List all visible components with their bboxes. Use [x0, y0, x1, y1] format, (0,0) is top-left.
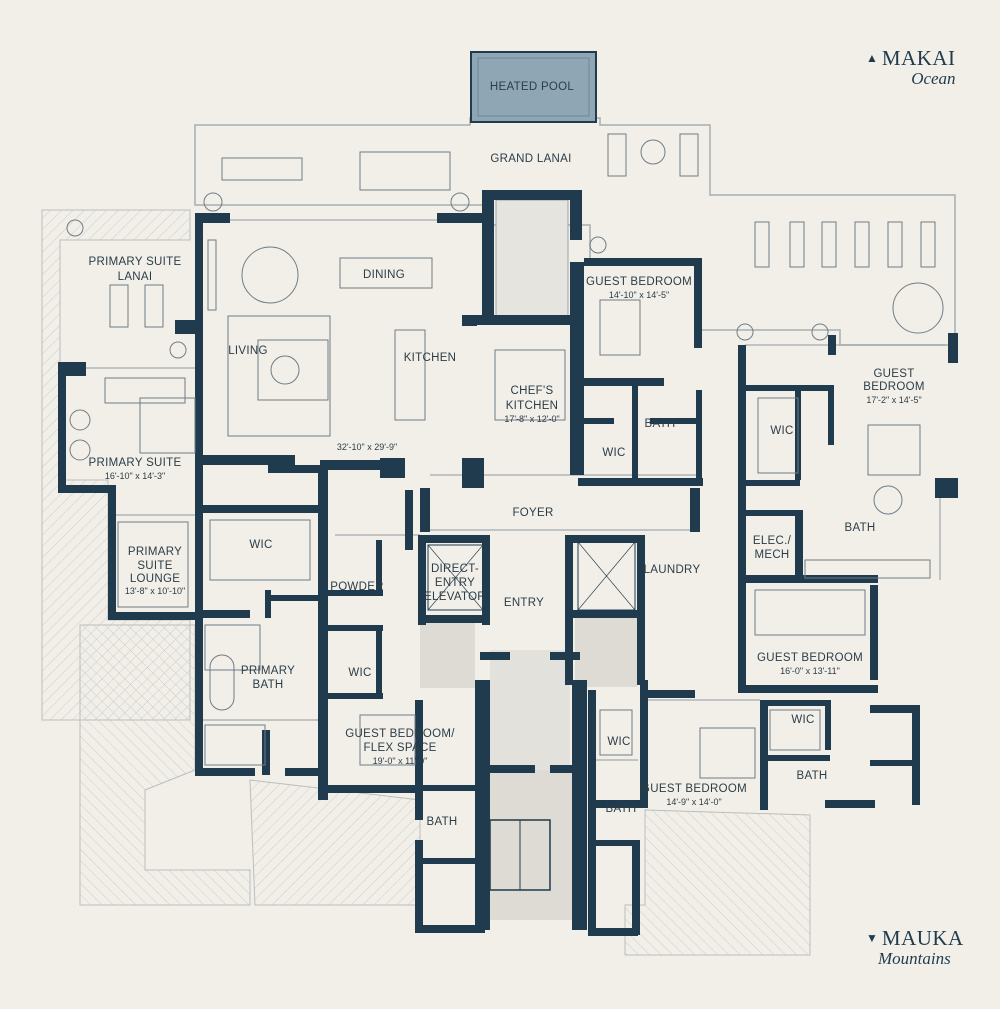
label-primary-lounge-2: SUITE [137, 560, 172, 572]
label-dining: DINING [363, 269, 405, 281]
dim-primary-suite: 16'-10" x 14'-3" [105, 471, 165, 481]
label-bath-a: BATH [644, 418, 675, 430]
label-wic-b: WIC [770, 425, 793, 437]
core-fills [420, 199, 637, 920]
label-guest-bedroom-b-2: BEDROOM [863, 381, 925, 393]
label-grand-lanai: GRAND LANAI [490, 153, 571, 165]
label-primary-bath-2: BATH [252, 679, 283, 691]
label-flex-2: FLEX SPACE [363, 742, 436, 754]
label-bath-e: BATH [796, 770, 827, 782]
dim-flex: 19'-0" x 11'-0" [373, 756, 428, 766]
label-foyer: FOYER [512, 507, 553, 519]
label-laundry: LAUNDRY [644, 564, 701, 576]
label-wic-e: WIC [791, 714, 814, 726]
label-wic-a: WIC [602, 447, 625, 459]
dim-primary-lounge: 13'-8" x 10'-10" [125, 586, 185, 596]
label-primary-suite-lanai-2: LANAI [118, 271, 153, 283]
label-guest-bedroom-c: GUEST BEDROOM [757, 652, 863, 664]
heated-pool [470, 51, 597, 123]
compass-south: ▼MAUKA Mountains [866, 926, 964, 969]
label-elevator-2: ENTRY [435, 577, 475, 589]
label-elevator-3: ELEVATOR [424, 591, 486, 603]
label-guest-bedroom-d: GUEST BEDROOM [641, 783, 747, 795]
label-primary-suite-lanai: PRIMARY SUITE [89, 256, 182, 268]
dim-guest-bedroom-b: 17'-2" x 14'-5" [866, 395, 921, 405]
label-wic-primary: WIC [249, 539, 272, 551]
label-elevator: DIRECT- [431, 563, 479, 575]
label-chefs-kitchen: CHEF'S [511, 385, 554, 397]
label-entry: ENTRY [504, 597, 544, 609]
label-primary-lounge-3: LOUNGE [130, 573, 180, 585]
label-chefs-kitchen-2: KITCHEN [506, 400, 559, 412]
dim-living: 32'-10" x 29'-9" [337, 442, 397, 452]
down-arrow-icon: ▼ [866, 931, 878, 945]
dim-guest-bedroom-d: 14'-9" x 14'-0" [666, 797, 721, 807]
label-elec-mech-2: MECH [754, 549, 789, 561]
label-powder: POWDER [330, 581, 384, 593]
label-primary-bath: PRIMARY [241, 665, 295, 677]
label-wic-c: WIC [348, 667, 371, 679]
label-primary-suite: PRIMARY SUITE [89, 457, 182, 469]
label-living: LIVING [228, 345, 268, 357]
label-kitchen: KITCHEN [404, 352, 457, 364]
label-heated-pool: HEATED POOL [490, 81, 575, 93]
walls [58, 190, 958, 936]
label-wic-d: WIC [607, 736, 630, 748]
dim-guest-bedroom-a: 14'-10" x 14'-5" [609, 290, 669, 300]
north-sub: Ocean [911, 69, 956, 88]
north-label: MAKAI [881, 46, 956, 70]
roof-areas [41, 209, 811, 956]
furniture [66, 133, 944, 779]
label-bath-d: BATH [605, 803, 636, 815]
dim-chefs-kitchen: 17'-8" x 12'-0" [504, 414, 559, 424]
room-labels: HEATED POOL GRAND LANAI PRIMARY SUITE LA… [89, 81, 925, 828]
south-sub: Mountains [878, 949, 951, 968]
label-guest-bedroom-a: GUEST BEDROOM [586, 276, 692, 288]
dim-guest-bedroom-c: 16'-0" x 13'-11" [780, 666, 840, 676]
up-arrow-icon: ▲ [866, 51, 878, 65]
label-flex: GUEST BEDROOM/ [345, 728, 455, 740]
compass-north: ▲MAKAI Ocean [866, 46, 956, 89]
south-label: MAUKA [881, 926, 964, 950]
label-bath-b: BATH [844, 522, 875, 534]
label-guest-bedroom-b: GUEST [873, 368, 914, 380]
label-bath-f: BATH [426, 816, 457, 828]
label-primary-lounge: PRIMARY [128, 546, 182, 558]
label-elec-mech: ELEC./ [753, 535, 792, 547]
